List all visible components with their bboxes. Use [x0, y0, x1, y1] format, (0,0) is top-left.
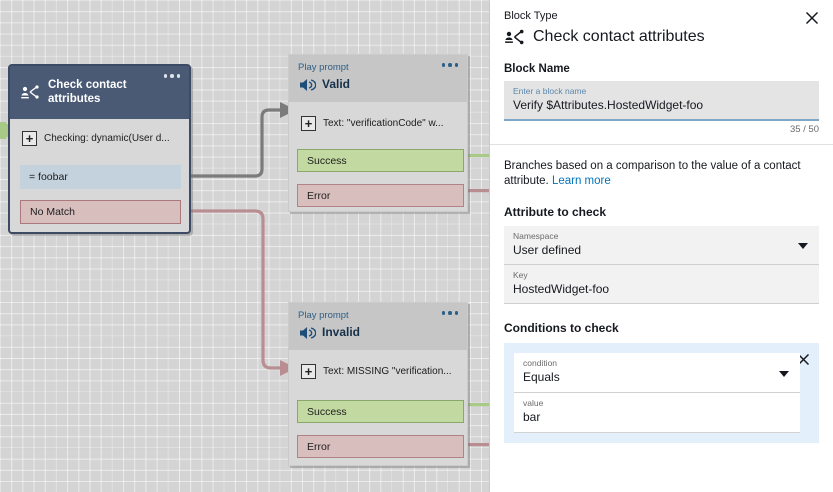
block-name-value: Verify $Attributes.HostedWidget-foo: [513, 98, 704, 112]
branch-success[interactable]: Success: [297, 400, 464, 423]
block-title: Check contact attributes: [48, 79, 127, 105]
block-header: Check contact attributes: [10, 66, 189, 119]
condition-select[interactable]: condition Equals: [514, 353, 800, 393]
block-name-section: Block Name Enter a block name Verify $At…: [490, 63, 833, 135]
branch-label: Success: [307, 405, 347, 418]
plus-icon[interactable]: +: [301, 363, 316, 379]
branch-label: Error: [307, 189, 331, 202]
namespace-value: User defined: [513, 243, 582, 257]
branch-error[interactable]: Error: [297, 184, 464, 207]
contact-attributes-icon: [504, 29, 525, 46]
close-icon[interactable]: [802, 8, 822, 28]
block-kicker: Play prompt: [298, 62, 349, 73]
block-body-row[interactable]: + Checking: dynamic(User d...: [22, 128, 181, 148]
namespace-label: Namespace: [513, 231, 559, 241]
chevron-down-icon[interactable]: [798, 243, 808, 249]
value-label: value: [523, 398, 544, 408]
block-name-input[interactable]: Enter a block name Verify $Attributes.Ho…: [504, 81, 819, 121]
plus-icon[interactable]: +: [22, 130, 37, 146]
condition-value: Equals: [523, 370, 560, 384]
condition-fields: condition Equals value bar: [514, 353, 800, 433]
more-options-icon[interactable]: [163, 74, 180, 78]
block-type-name: Check contact attributes: [533, 28, 705, 45]
conditions-section-label: Conditions to check: [504, 321, 619, 335]
block-body-label: Text: MISSING "verification...: [323, 365, 452, 377]
flow-block-check-contact-attributes[interactable]: Check contact attributes + Checking: dyn…: [8, 64, 191, 234]
more-options-icon[interactable]: [441, 63, 458, 67]
block-kicker: Play prompt: [298, 310, 349, 321]
chevron-down-icon[interactable]: [779, 370, 789, 377]
block-body-label: Text: "verificationCode" w...: [323, 117, 444, 129]
description-text: Branches based on a comparison to the va…: [504, 160, 801, 187]
branch-foobar[interactable]: = foobar: [20, 165, 181, 189]
branch-success[interactable]: Success: [297, 149, 464, 172]
learn-more-link[interactable]: Learn more: [551, 175, 611, 187]
panel-description: Branches based on a comparison to the va…: [504, 159, 819, 189]
block-header: Play prompt Invalid: [289, 303, 467, 350]
flow-block-play-prompt-valid[interactable]: Play prompt Valid + Text: "verificationC…: [288, 54, 468, 212]
block-properties-panel: Block Type Check contact attributes: [489, 0, 833, 492]
flow-block-play-prompt-invalid[interactable]: Play prompt Invalid + Text: MISSING "ver…: [288, 302, 468, 466]
block-type-row: Check contact attributes: [504, 27, 819, 47]
block-body-row[interactable]: + Text: "verificationCode" w...: [301, 113, 461, 133]
value-value: bar: [523, 410, 541, 424]
block-title: Valid: [322, 77, 351, 91]
key-value: HostedWidget-foo: [513, 282, 610, 296]
namespace-select[interactable]: Namespace User defined: [504, 226, 819, 265]
attribute-section-label: Attribute to check: [504, 205, 607, 219]
condition-card: condition Equals value bar: [504, 343, 819, 443]
conditions-section: Conditions to check condition Equals val…: [490, 321, 833, 443]
attribute-section: Attribute to check Namespace User define…: [490, 205, 833, 304]
key-label: Key: [513, 270, 528, 280]
block-body-label: Checking: dynamic(User d...: [44, 132, 170, 144]
contact-attributes-icon: [20, 85, 40, 101]
block-body-row[interactable]: + Text: MISSING "verification...: [301, 361, 461, 381]
branch-label: = foobar: [29, 171, 68, 183]
branch-label: Success: [307, 154, 347, 167]
branch-label: No Match: [30, 206, 75, 218]
block-name-label: Block Name: [504, 63, 570, 75]
flow-canvas[interactable]: Check contact attributes + Checking: dyn…: [0, 0, 489, 492]
block-type-label: Block Type: [504, 10, 558, 22]
condition-value-input[interactable]: value bar: [514, 393, 800, 433]
branch-error[interactable]: Error: [297, 435, 464, 458]
more-options-icon[interactable]: [441, 311, 458, 315]
plus-icon[interactable]: +: [301, 115, 316, 131]
branch-label: Error: [307, 440, 331, 453]
block-header: Play prompt Valid: [289, 55, 467, 102]
block-title: Invalid: [322, 325, 361, 339]
key-input[interactable]: Key HostedWidget-foo: [504, 265, 819, 304]
speaker-icon: [298, 325, 317, 341]
speaker-icon: [298, 77, 317, 93]
char-counter: 35 / 50: [789, 124, 819, 135]
description-section: Branches based on a comparison to the va…: [490, 159, 833, 189]
block-name-placeholder: Enter a block name: [513, 86, 587, 96]
panel-header: Block Type Check contact attributes: [490, 0, 833, 47]
panel-divider: [490, 144, 833, 145]
branch-no-match[interactable]: No Match: [20, 200, 181, 224]
condition-label: condition: [523, 358, 558, 368]
